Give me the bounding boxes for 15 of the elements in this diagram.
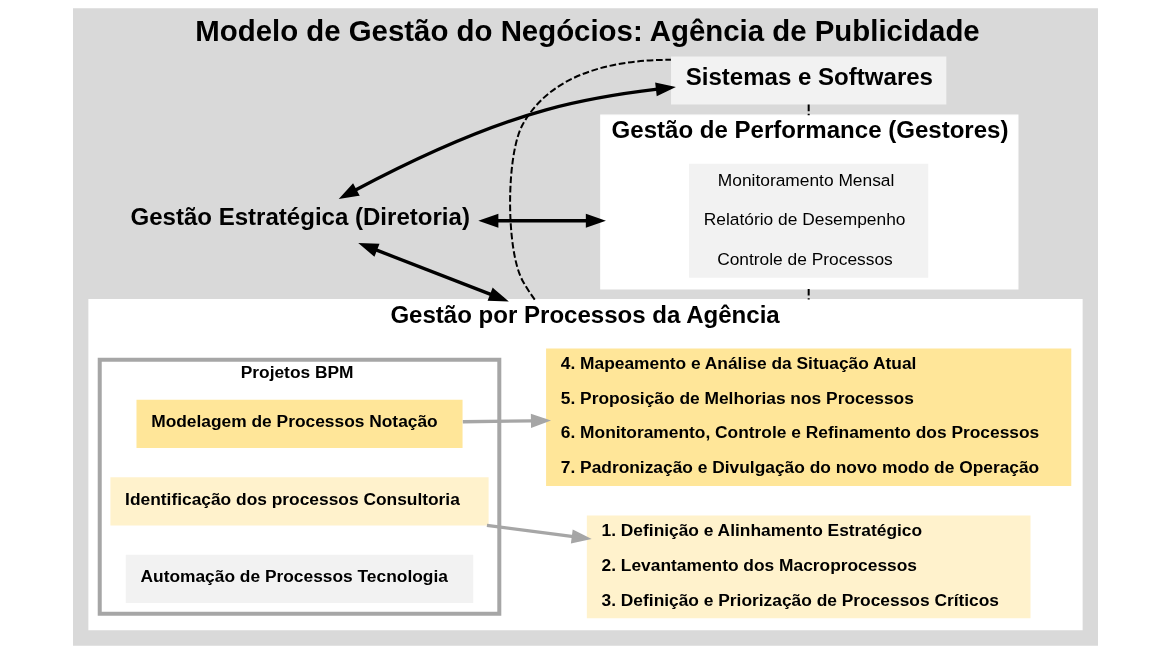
node-box: 1. Definição e Alinhamento Estratégico 2. Levantamento dos Macroprocessos 3. Definição e Priorização de Processos Críticos	[586, 515, 1031, 619]
node-box: Sistemas e Softwares	[671, 56, 947, 105]
arrow	[486, 523, 592, 544]
node-box: Modelagem de Processos Notação	[136, 399, 463, 448]
connector	[807, 287, 810, 301]
node-box: 4. Mapeamento e Análise da Situação Atual 5. Proposição de Melhorias nos Processos 6. Monitoramento, Controle e Refinamento dos Processos 7. Padronização e Divulgação do novo modo de Operação	[546, 348, 1072, 487]
arrow	[462, 413, 552, 428]
node-box: Identificação dos processos Consultoria	[110, 477, 489, 526]
node-text: Gestão Estratégica (Diretoria)	[130, 203, 470, 231]
arrow	[478, 213, 606, 228]
arrow	[358, 243, 509, 302]
connector	[807, 103, 810, 117]
diagram-title: Modelo de Gestão do Negócios: Agência de Publicidade	[195, 14, 980, 48]
arrow	[338, 82, 676, 200]
connector	[509, 58, 672, 301]
